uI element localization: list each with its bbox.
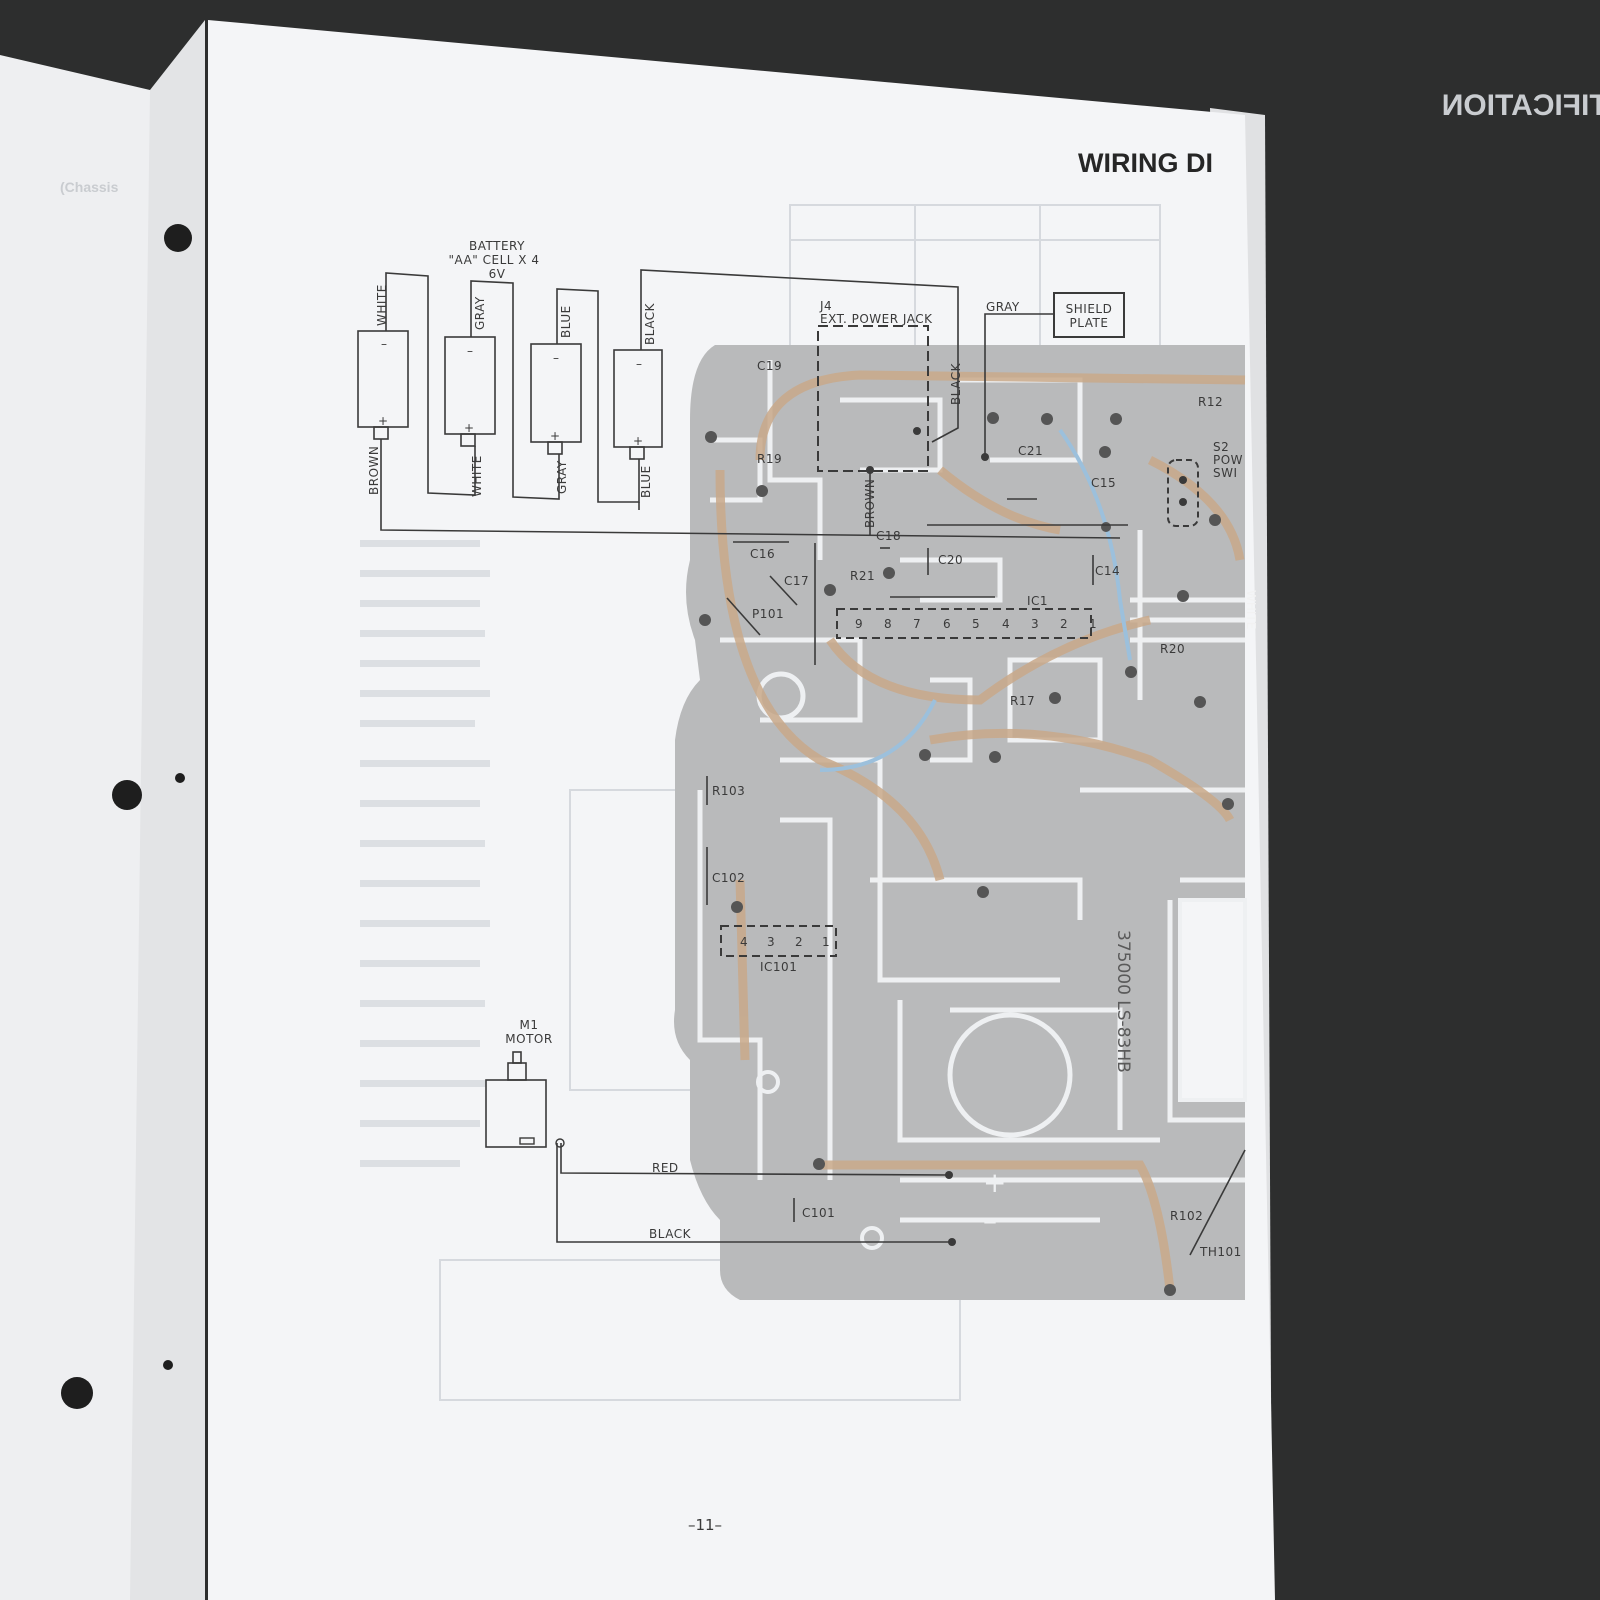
wire-label-blue: BLUE bbox=[559, 305, 573, 338]
battery-title-line1: BATTERY bbox=[469, 239, 525, 253]
label-r20: R20 bbox=[1160, 642, 1185, 656]
label-c20: C20 bbox=[938, 553, 963, 567]
motor-black-wire-label: BLACK bbox=[649, 1227, 692, 1241]
label-c21: C21 bbox=[1018, 444, 1043, 458]
svg-text:S2: S2 bbox=[1213, 440, 1229, 454]
label-r19: R19 bbox=[757, 452, 782, 466]
svg-text:–: – bbox=[467, 344, 474, 358]
svg-text:–: – bbox=[553, 351, 560, 365]
label-th101: TH101 bbox=[1199, 1245, 1242, 1259]
svg-text:2: 2 bbox=[1060, 617, 1068, 631]
label-p101: P101 bbox=[752, 607, 784, 621]
svg-text:SWI: SWI bbox=[1213, 466, 1238, 480]
svg-text:4: 4 bbox=[740, 935, 748, 949]
label-r21: R21 bbox=[850, 569, 875, 583]
svg-text:1: 1 bbox=[1089, 617, 1097, 631]
wire-label-blue-bottom: BLUE bbox=[639, 465, 653, 498]
wire-label-gray: GRAY bbox=[473, 296, 487, 330]
jack-name: EXT. POWER JACK bbox=[820, 312, 933, 326]
label-r17: R17 bbox=[1010, 694, 1035, 708]
label-r103: R103 bbox=[712, 784, 745, 798]
battery-title-line2: "AA" CELL X 4 bbox=[449, 253, 540, 267]
svg-text:6: 6 bbox=[943, 617, 951, 631]
battery-polarity-marks: – + – + – + – + bbox=[378, 337, 644, 448]
label-c18: C18 bbox=[876, 529, 901, 543]
label-c19: C19 bbox=[757, 359, 782, 373]
svg-text:9: 9 bbox=[855, 617, 863, 631]
svg-text:3: 3 bbox=[767, 935, 775, 949]
shield-line2: PLATE bbox=[1070, 316, 1109, 330]
svg-text:2: 2 bbox=[795, 935, 803, 949]
svg-text:7: 7 bbox=[913, 617, 921, 631]
label-c101: C101 bbox=[802, 1206, 835, 1220]
ic101-ref: IC101 bbox=[760, 960, 797, 974]
binder-hole bbox=[61, 1377, 93, 1409]
svg-text:4: 4 bbox=[1002, 617, 1010, 631]
binder-hole bbox=[163, 1360, 173, 1370]
label-c102: C102 bbox=[712, 871, 745, 885]
shield-wire-label: GRAY bbox=[986, 300, 1020, 314]
svg-text:+: + bbox=[464, 421, 475, 435]
bleed-through-title: IC & TRANSISTOR LEAD IDENTIFICATION bbox=[1442, 89, 1600, 122]
left-page-chassis-text: (Chassis bbox=[60, 179, 119, 195]
label-r12: R12 bbox=[1198, 395, 1223, 409]
label-c14: C14 bbox=[1095, 564, 1120, 578]
battery-title-line3: 6V bbox=[489, 267, 506, 281]
ic1: IC1 9 8 7 6 5 4 3 2 1 bbox=[836, 594, 1097, 639]
tan-traces bbox=[715, 370, 1246, 1291]
motor-ref: M1 bbox=[520, 1018, 539, 1032]
jack-black-wire-label: BLACK bbox=[949, 362, 963, 405]
wire-label-gray-bottom: GRAY bbox=[555, 460, 569, 494]
pcb-code: 375000 LS-83HB bbox=[1113, 930, 1133, 1073]
svg-text:+: + bbox=[550, 429, 561, 443]
svg-text:+: + bbox=[378, 414, 389, 428]
label-c16: C16 bbox=[750, 547, 775, 561]
page-number: –11– bbox=[688, 1516, 722, 1534]
shield-plate: GRAY SHIELD PLATE bbox=[981, 292, 1125, 461]
battery-pack bbox=[357, 269, 1121, 539]
motor-name: MOTOR bbox=[505, 1032, 552, 1046]
binder-hole bbox=[164, 224, 192, 252]
svg-text:1: 1 bbox=[822, 935, 830, 949]
svg-text:–: – bbox=[636, 357, 643, 371]
power-switch: S2 POW SWI bbox=[1167, 440, 1243, 527]
page-title: WIRING DI bbox=[1078, 148, 1213, 178]
ic1-ref: IC1 bbox=[1027, 594, 1048, 608]
shield-line1: SHIELD bbox=[1066, 302, 1113, 316]
component-labels: C19 R19 C21 C15 R12 C16 C18 C20 C14 C17 … bbox=[712, 359, 1258, 1259]
jack-brown-wire-label: BROWN bbox=[863, 479, 877, 528]
label-r102: R102 bbox=[1170, 1209, 1203, 1223]
pcb-board bbox=[674, 345, 1247, 1300]
label-white-wire: WHITE bbox=[1244, 590, 1258, 629]
binder-hole bbox=[175, 773, 185, 783]
svg-text:8: 8 bbox=[884, 617, 892, 631]
wire-label-white: WHITE bbox=[375, 284, 389, 326]
binder-hole bbox=[112, 780, 142, 810]
blue-traces bbox=[819, 428, 1132, 772]
wire-label-black: BLACK bbox=[643, 302, 657, 345]
svg-text:–: – bbox=[381, 337, 388, 351]
page-gutter bbox=[130, 20, 205, 1600]
pcb-plus-mark: + bbox=[983, 1166, 1006, 1199]
svg-text:POW: POW bbox=[1213, 453, 1243, 467]
svg-text:5: 5 bbox=[972, 617, 980, 631]
svg-text:3: 3 bbox=[1031, 617, 1039, 631]
svg-text:+: + bbox=[633, 434, 644, 448]
ext-power-jack: J4 EXT. POWER JACK BLACK BROWN bbox=[817, 299, 963, 535]
bleed-through-parts-list bbox=[360, 540, 490, 1167]
wire-label-white-bottom: WHITE bbox=[470, 455, 484, 497]
motor-red-wire-label: RED bbox=[652, 1161, 679, 1175]
wire-label-brown: BROWN bbox=[367, 446, 381, 495]
pcb-minus-mark: – bbox=[983, 1204, 997, 1237]
ic101: IC101 4 3 2 1 bbox=[720, 925, 837, 974]
jack-ref: J4 bbox=[819, 299, 832, 313]
component-leads bbox=[706, 498, 1246, 1256]
label-c17: C17 bbox=[784, 574, 809, 588]
label-c15: C15 bbox=[1091, 476, 1116, 490]
motor: M1 MOTOR RED BLACK bbox=[485, 1018, 956, 1246]
